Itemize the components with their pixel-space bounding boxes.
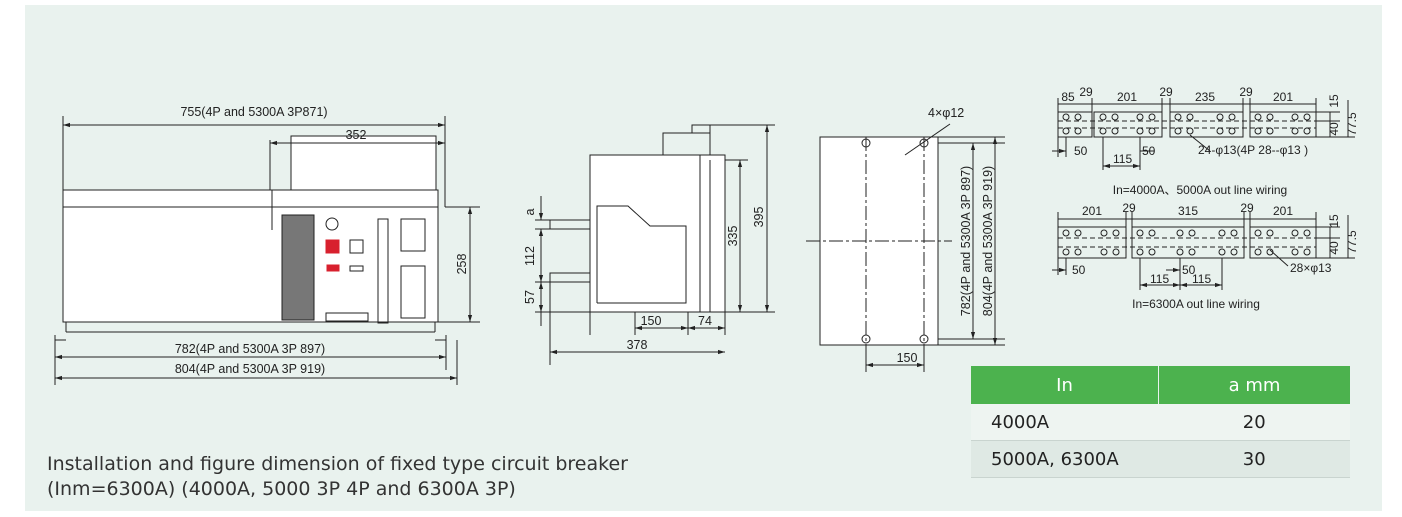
window-bottom [400, 265, 426, 319]
w4-235: 235 [1195, 90, 1215, 104]
w4-29c: 29 [1239, 85, 1253, 99]
top-cover [290, 135, 437, 191]
caption-line-2: (Inm=6300A) (4000A, 5000 3P 4P and 6300A… [47, 478, 516, 500]
figure-caption: Installation and figure dimension of fix… [47, 452, 628, 502]
window-top [400, 218, 426, 252]
w6-77: 77.5 [1345, 230, 1359, 254]
wiring-4000 [1052, 98, 1355, 170]
w4-201a: 201 [1117, 90, 1137, 104]
w4-40: 40 [1327, 122, 1341, 136]
dim-height: 258 [455, 254, 469, 275]
mount-hole [919, 334, 929, 344]
w6-201b: 201 [1273, 204, 1293, 218]
indicator-circle [325, 217, 339, 231]
w6-315: 315 [1178, 204, 1198, 218]
w6-holes: 28×φ13 [1290, 261, 1332, 275]
w6-50a: 50 [1072, 263, 1086, 277]
w4-15: 15 [1327, 94, 1341, 108]
mount-dim-1: 782(4P and 5300A 3P 897) [959, 166, 973, 316]
w4-50b: 50 [1142, 144, 1156, 158]
w6-15: 15 [1327, 214, 1341, 228]
wiring-6300 [1052, 212, 1355, 290]
cell-a: 20 [1158, 404, 1350, 441]
handle-slot [377, 218, 389, 324]
front-view [54, 116, 480, 385]
bolt-holes [1062, 113, 1311, 135]
w4-holes: 24-φ13(4P 28--φ13 ) [1198, 143, 1308, 157]
white-button [349, 239, 364, 254]
dim-395: 395 [752, 207, 766, 228]
dimension-labels: 755(4P and 5300A 3P871) 352 258 782(4P a… [175, 105, 995, 376]
red-indicator [326, 264, 340, 272]
w4-50a: 50 [1074, 144, 1088, 158]
w4-29a: 29 [1079, 85, 1093, 99]
dim-378: 378 [627, 338, 648, 352]
wiring-4000-labels: 85 29 201 29 235 29 201 15 40 77.5 50 50… [1061, 85, 1359, 197]
dim-335: 335 [726, 226, 740, 247]
w4-77: 77.5 [1345, 112, 1359, 136]
w6-50b: 50 [1182, 263, 1196, 277]
w6-29a: 29 [1122, 201, 1136, 215]
mount-hole [861, 334, 871, 344]
cell-a: 30 [1158, 440, 1350, 478]
side-view [535, 124, 775, 365]
w6-115b: 115 [1192, 272, 1211, 286]
wiring-6300-labels: 201 29 315 29 201 15 40 77.5 50 50 115 1… [1072, 201, 1359, 311]
w4-201b: 201 [1273, 90, 1293, 104]
dark-panel [281, 214, 315, 321]
red-button [325, 239, 340, 254]
dim-74: 74 [698, 314, 712, 328]
mount-dim-150: 150 [897, 351, 918, 365]
w4-29b: 29 [1159, 85, 1173, 99]
mount-hole [861, 138, 871, 148]
caption-line-1: Installation and figure dimension of fix… [47, 453, 628, 475]
mounting-view [806, 123, 1005, 372]
table-row: 5000A, 6300A 30 [971, 440, 1350, 478]
dim-top-long: 755(4P and 5300A 3P871) [180, 105, 327, 119]
bolt-holes [1062, 229, 1311, 256]
w4-85: 85 [1061, 90, 1075, 104]
w6-29b: 29 [1240, 201, 1254, 215]
dim-a: a [523, 208, 537, 215]
dim-57: 57 [523, 290, 537, 304]
dim-top-short: 352 [346, 128, 367, 142]
cell-in: 5000A, 6300A [971, 440, 1159, 478]
dim-bottom-1: 782(4P and 5300A 3P 897) [175, 342, 325, 356]
dim-150: 150 [641, 314, 662, 328]
w6-caption: In=6300A out line wiring [1132, 297, 1260, 311]
side-body [589, 154, 726, 313]
header-a-mm: a mm [1158, 366, 1350, 404]
w4-115: 115 [1113, 152, 1132, 166]
w6-40: 40 [1327, 241, 1341, 255]
mount-hole [919, 138, 929, 148]
dim-112: 112 [523, 246, 537, 266]
breaker-body [62, 189, 439, 323]
w4-caption: In=4000A、5000A out line wiring [1113, 183, 1287, 197]
w6-201a: 201 [1082, 204, 1102, 218]
dim-bottom-2: 804(4P and 5300A 3P 919) [175, 362, 325, 376]
rating-table: In a mm 4000A 20 5000A, 6300A 30 [971, 366, 1350, 478]
w6-115a: 115 [1150, 272, 1169, 286]
holes-label: 4×φ12 [928, 106, 964, 120]
cell-in: 4000A [971, 404, 1159, 441]
header-in: In [971, 366, 1159, 404]
mount-dim-2: 804(4P and 5300A 3P 919) [981, 166, 995, 316]
table-row: 4000A 20 [971, 404, 1350, 441]
